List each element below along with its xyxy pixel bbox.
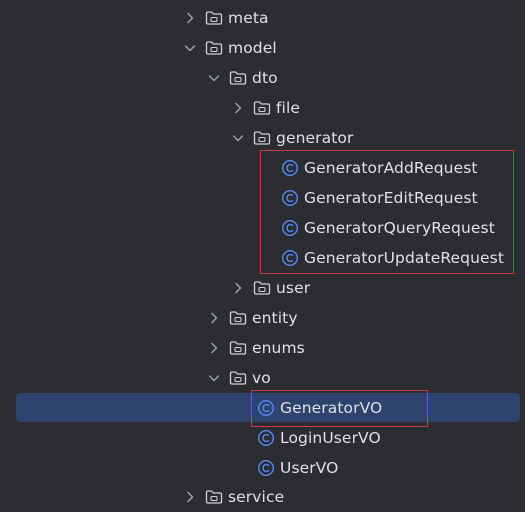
chevron-down-icon[interactable] — [231, 123, 245, 153]
tree-item-login-user-vo[interactable]: LoginUserVO — [0, 423, 525, 453]
tree-item-generator-vo[interactable]: GeneratorVO — [0, 393, 525, 423]
class-icon — [257, 459, 275, 477]
tree-item-vo[interactable]: vo — [0, 363, 525, 393]
tree-item-label: GeneratorEditRequest — [304, 189, 478, 207]
tree-item-generator-update-request[interactable]: GeneratorUpdateRequest — [0, 243, 525, 273]
folder-icon — [229, 70, 247, 86]
tree-item-label: GeneratorQueryRequest — [304, 219, 495, 237]
tree-item-label: UserVO — [280, 459, 339, 477]
tree-item-user-vo[interactable]: UserVO — [0, 453, 525, 483]
tree-item-meta[interactable]: meta — [0, 3, 525, 33]
tree-item-label: service — [228, 488, 285, 506]
tree-item-entity[interactable]: entity — [0, 303, 525, 333]
chevron-down-icon[interactable] — [207, 363, 221, 393]
tree-item-dto[interactable]: dto — [0, 63, 525, 93]
folder-icon — [205, 489, 223, 505]
class-icon — [281, 189, 299, 207]
folder-icon — [229, 340, 247, 356]
selection-highlight — [16, 393, 520, 422]
tree-item-generator-add-request[interactable]: GeneratorAddRequest — [0, 153, 525, 183]
class-icon — [281, 159, 299, 177]
tree-item-service[interactable]: service — [0, 482, 525, 512]
chevron-right-icon[interactable] — [207, 333, 221, 363]
tree-item-model[interactable]: model — [0, 33, 525, 63]
tree-item-label: vo — [252, 369, 271, 387]
folder-icon — [253, 130, 271, 146]
tree-item-label: LoginUserVO — [280, 429, 381, 447]
tree-item-generator-query-request[interactable]: GeneratorQueryRequest — [0, 213, 525, 243]
folder-icon — [205, 40, 223, 56]
tree-item-user[interactable]: user — [0, 273, 525, 303]
tree-item-label: meta — [228, 9, 269, 27]
folder-icon — [253, 100, 271, 116]
folder-icon — [253, 280, 271, 296]
chevron-down-icon[interactable] — [183, 33, 197, 63]
chevron-right-icon[interactable] — [231, 273, 245, 303]
tree-item-label: enums — [252, 339, 305, 357]
tree-item-label: user — [276, 279, 311, 297]
folder-icon — [229, 310, 247, 326]
folder-icon — [205, 10, 223, 26]
tree-item-label: entity — [252, 309, 298, 327]
chevron-right-icon[interactable] — [231, 93, 245, 123]
chevron-right-icon[interactable] — [183, 3, 197, 33]
tree-item-label: file — [276, 99, 301, 117]
tree-item-enums[interactable]: enums — [0, 333, 525, 363]
tree-item-label: generator — [276, 129, 354, 147]
tree-item-generator-edit-request[interactable]: GeneratorEditRequest — [0, 183, 525, 213]
tree-item-label: GeneratorAddRequest — [304, 159, 478, 177]
tree-item-label: GeneratorUpdateRequest — [304, 249, 505, 267]
chevron-right-icon[interactable] — [183, 482, 197, 512]
tree-item-file[interactable]: file — [0, 93, 525, 123]
tree-item-label: model — [228, 39, 277, 57]
chevron-right-icon[interactable] — [207, 303, 221, 333]
folder-icon — [229, 370, 247, 386]
tree-item-generator[interactable]: generator — [0, 123, 525, 153]
class-icon — [281, 219, 299, 237]
tree-item-label: GeneratorVO — [280, 399, 383, 417]
class-icon — [257, 399, 275, 417]
class-icon — [257, 429, 275, 447]
tree-item-label: dto — [252, 69, 278, 87]
chevron-down-icon[interactable] — [207, 63, 221, 93]
class-icon — [281, 249, 299, 267]
